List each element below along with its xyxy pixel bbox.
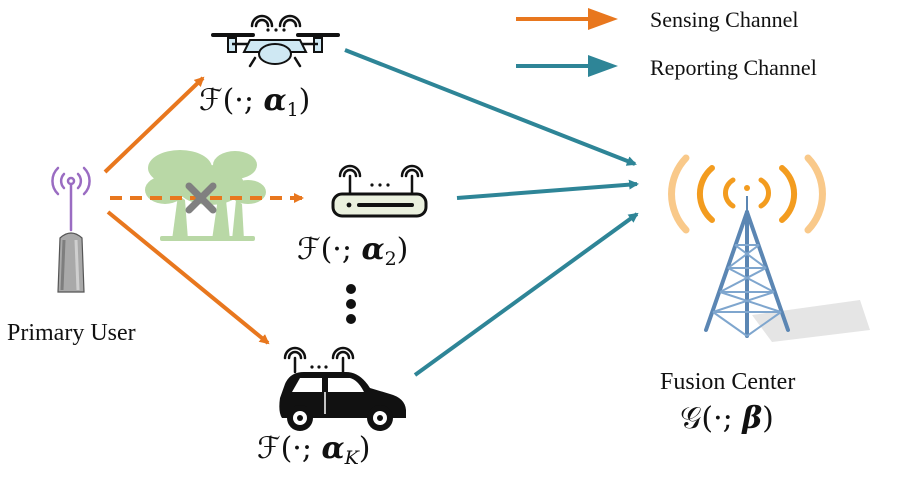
legend: Sensing Channel Reporting Channel (516, 7, 817, 80)
sensing-channels (103, 76, 304, 345)
signal-waves-icon (668, 154, 826, 234)
svg-text:ℱ(·; αK): ℱ(·; αK) (257, 431, 370, 469)
car-close: ) (359, 431, 371, 466)
sensing-arrow-drone (103, 76, 205, 174)
legend-reporting-arrow (516, 55, 618, 77)
svg-text:ℱ(·; α1): ℱ(·; α1) (199, 83, 310, 121)
blocked-icon (185, 182, 217, 214)
router-function-label: ℱ(·; α2) (297, 232, 408, 270)
legend-sensing-arrow (516, 8, 618, 30)
car-param-sub: K (344, 447, 361, 469)
car-func-name: ℱ(·; (257, 431, 321, 466)
fusion-param: β (741, 401, 762, 436)
car-function-label: ℱ(·; αK) (257, 431, 370, 469)
router-icon (331, 164, 428, 218)
fusion-close: ) (762, 401, 774, 436)
svg-text:ℱ(·; α2): ℱ(·; α2) (297, 232, 408, 270)
fusion-func-name: 𝒢(·; (680, 401, 742, 436)
cell-tower-icon (704, 196, 870, 342)
drone-function-label: ℱ(·; α1) (199, 83, 310, 121)
svg-text:𝒢(·; β): 𝒢(·; β) (680, 401, 774, 436)
primary-user-label: Primary User (7, 320, 136, 346)
legend-reporting-label: Reporting Channel (650, 55, 817, 80)
router-param-sub: 2 (385, 248, 397, 270)
more-nodes-ellipsis (346, 284, 356, 324)
router-func-name: ℱ(·; (297, 232, 361, 267)
fusion-center-label: Fusion Center (660, 369, 795, 395)
fusion-center-function-label: 𝒢(·; β) (680, 401, 774, 436)
car-icon (279, 346, 406, 431)
drone-icon (211, 14, 340, 68)
reporting-channels (344, 48, 639, 377)
legend-sensing-label: Sensing Channel (650, 7, 799, 32)
reporting-arrow-drone (344, 48, 637, 166)
car-param: α (321, 431, 344, 466)
sensing-arrow-car (106, 210, 270, 345)
reporting-arrow-router (456, 179, 639, 200)
router-param: α (361, 232, 384, 267)
drone-param: α (263, 83, 286, 118)
primary-user-antenna-icon (51, 166, 91, 293)
router-close: ) (397, 232, 409, 267)
reporting-arrow-car (413, 212, 639, 377)
drone-close: ) (299, 83, 311, 118)
drone-func-name: ℱ(·; (199, 83, 263, 118)
drone-param-sub: 1 (287, 99, 299, 121)
